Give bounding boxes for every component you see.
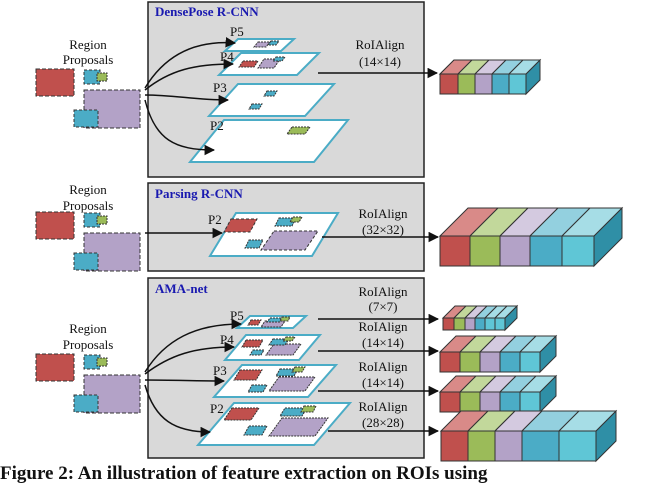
roialign-label: RoIAlign — [358, 359, 408, 374]
level-label: P2 — [208, 212, 222, 227]
level-label: P5 — [230, 24, 244, 39]
roialign-label: RoIAlign — [355, 37, 405, 52]
roialign-label: RoIAlign — [358, 206, 408, 221]
region-label-line1: Region — [69, 37, 107, 52]
roialign-size: (32×32) — [362, 222, 404, 237]
panel-densepose: DensePose R-CNN Region Proposals P5 P4 — [35, 1, 542, 178]
roialign-size: (14×14) — [359, 54, 401, 69]
roi-feature-tensor — [438, 58, 542, 96]
roialign-label: RoIAlign — [358, 319, 408, 334]
roi-feature-tensor — [438, 206, 624, 268]
roialign-size: (7×7) — [369, 299, 398, 314]
region-proposals: Region Proposals — [35, 37, 141, 129]
feature-plane-p2: P2 — [195, 401, 353, 446]
region-proposals: Region Proposals — [35, 182, 141, 272]
roialign-label: RoIAlign — [358, 399, 408, 414]
level-label: P3 — [213, 80, 227, 95]
level-label: P3 — [213, 363, 227, 378]
panel-title: AMA-net — [155, 281, 208, 296]
level-label: P2 — [210, 118, 224, 133]
level-label: P4 — [220, 332, 234, 347]
region-label-line1: Region — [69, 182, 107, 197]
feature-plane-p3: P3 — [211, 363, 339, 398]
roi-feature-tensor-large — [439, 409, 618, 463]
region-label-line1: Region — [69, 321, 107, 336]
assignment-arrows — [144, 37, 237, 156]
roi-feature-tensor-medium — [438, 374, 558, 414]
roialign-size: (14×14) — [362, 375, 404, 390]
assignment-arrows — [144, 318, 243, 438]
panel-title: Parsing R-CNN — [155, 186, 243, 201]
roi-feature-tensor-small — [441, 304, 519, 332]
feature-plane-p5: P5 — [230, 308, 309, 329]
roi-feature-tensor-medium — [438, 334, 558, 374]
region-label-line2: Proposals — [63, 52, 114, 67]
roialign-label: RoIAlign — [358, 284, 408, 299]
feature-plane-p3: P3 — [206, 80, 337, 117]
panel-ama-net: AMA-net Region Proposals P5 — [35, 277, 618, 463]
level-label: P4 — [220, 49, 234, 64]
roialign-size: (28×28) — [362, 415, 404, 430]
roialign-size: (14×14) — [362, 335, 404, 350]
region-label-line2: Proposals — [63, 198, 114, 213]
feature-plane-p2: P2 — [187, 118, 351, 163]
figure-caption: Figure 2: An illustration of feature ext… — [0, 463, 488, 484]
panel-title: DensePose R-CNN — [155, 4, 259, 19]
region-proposals: Region Proposals — [35, 321, 141, 414]
level-label: P2 — [210, 401, 224, 416]
feature-plane-p2: P2 — [208, 212, 340, 257]
panel-parsing: Parsing R-CNN Region Proposals P2 RoIAli… — [35, 182, 624, 272]
feature-plane-p5: P5 — [222, 24, 297, 52]
level-label: P5 — [230, 308, 244, 323]
region-label-line2: Proposals — [63, 337, 114, 352]
